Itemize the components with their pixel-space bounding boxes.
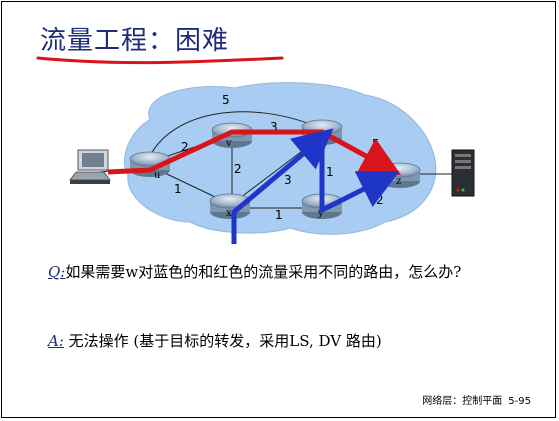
host-computer-icon xyxy=(69,149,111,184)
question-paragraph: Q:如果需要w对蓝色的和红色的流量采用不同的路由，怎么办? xyxy=(48,261,528,284)
weight-x-w: 3 xyxy=(284,173,292,187)
answer-text: 无法操作 (基于目标的转发，采用LS, DV 路由) xyxy=(63,332,382,350)
node-label-z: z xyxy=(396,176,401,187)
slide-footer: 网络层：控制平面 5-95 xyxy=(422,392,531,407)
question-label: Q: xyxy=(48,263,66,281)
server-icon xyxy=(451,149,475,197)
node-label-x: x xyxy=(226,208,232,219)
answer-paragraph: A: 无法操作 (基于目标的转发，采用LS, DV 路由) xyxy=(48,330,382,351)
weight-u-x: 1 xyxy=(174,182,182,196)
title-underline xyxy=(36,56,284,65)
footer-text: 网络层：控制平面 xyxy=(422,396,503,407)
weight-y-z: 2 xyxy=(376,193,384,207)
red-flow-path xyxy=(107,129,402,176)
edge-u-w xyxy=(147,111,321,161)
weight-u-v: 2 xyxy=(181,140,189,154)
blue-flow-path-2 xyxy=(319,140,400,213)
weight-u-w: 5 xyxy=(222,93,230,107)
node-label-v: v xyxy=(225,138,232,149)
slide-title: 流量工程：困难 xyxy=(40,26,230,56)
page-number: 5-95 xyxy=(508,396,531,407)
weight-w-y: 1 xyxy=(326,165,334,179)
weight-x-y: 1 xyxy=(275,208,283,222)
weight-v-x: 2 xyxy=(234,162,242,176)
router-v-icon xyxy=(211,122,253,148)
weight-w-z: 5 xyxy=(372,137,380,151)
node-label-u: u xyxy=(154,170,161,181)
answer-label: A: xyxy=(48,332,64,350)
weight-v-w: 3 xyxy=(270,120,278,134)
question-text: 如果需要w对蓝色的和红色的流量采用不同的路由，怎么办? xyxy=(65,263,462,281)
node-label-y: y xyxy=(317,208,324,219)
blue-flow-path-1 xyxy=(231,128,334,244)
